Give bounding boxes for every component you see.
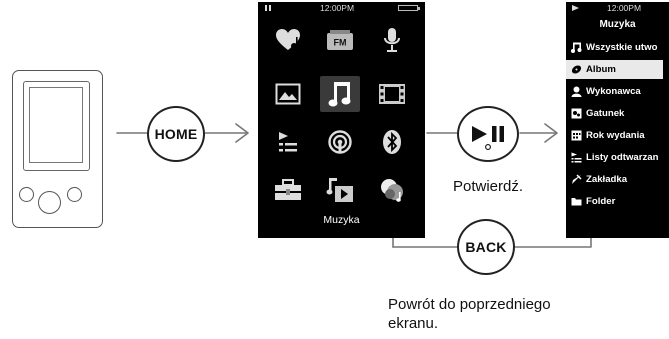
battery-icon — [398, 5, 420, 11]
list-item-label: Listy odtwarzan — [586, 152, 659, 163]
podcast-icon[interactable] — [320, 124, 360, 160]
device-left-button — [19, 187, 34, 202]
heart-music-icon[interactable] — [268, 22, 308, 58]
back-caption: Powrót do poprzedniego ekranu. — [388, 296, 551, 332]
bluetooth-icon[interactable] — [372, 124, 412, 160]
photo-icon[interactable] — [268, 76, 308, 112]
bookmark-icon — [570, 174, 582, 185]
device-right-button — [67, 187, 82, 202]
confirm-caption: Potwierdź. — [453, 178, 524, 195]
screen-title: Muzyka — [323, 214, 360, 226]
home-menu-screen: 12:00PM FM Muzyka — [258, 2, 425, 238]
list-item-label: Gatunek — [586, 108, 625, 119]
genre-icon — [570, 108, 582, 119]
artist-icon — [570, 86, 582, 97]
list-item-album[interactable]: Album — [566, 60, 663, 79]
screen-title: Muzyka — [599, 19, 636, 30]
pause-status-icon — [265, 5, 271, 11]
music-list-screen: 12:00PM Muzyka Wszystkie utwo Album Wyko… — [566, 2, 669, 238]
home-button[interactable]: HOME — [147, 106, 205, 162]
play-pause-icon — [472, 126, 504, 150]
list-item-label: Zakładka — [586, 174, 628, 185]
home-button-label: HOME — [154, 126, 198, 142]
folder-icon — [570, 196, 582, 207]
microphone-icon[interactable] — [372, 22, 412, 58]
toolbox-icon[interactable] — [268, 172, 308, 208]
walkman-device-icon — [12, 70, 103, 228]
fm-radio-icon[interactable]: FM — [320, 22, 360, 58]
list-item-year[interactable]: Rok wydania — [566, 126, 663, 145]
list-item-label: Wszystkie utwo — [586, 42, 658, 53]
svg-text:FM: FM — [334, 38, 347, 48]
clock: 12:00PM — [320, 3, 355, 13]
album-disc-icon — [570, 64, 582, 75]
music-note-icon[interactable] — [320, 76, 360, 112]
list-item-folder[interactable]: Folder — [566, 192, 663, 211]
music-note-icon — [570, 42, 582, 53]
list-item-label: Rok wydania — [586, 130, 645, 141]
clock: 12:00PM — [607, 3, 642, 13]
playlist-icon — [570, 152, 582, 163]
list-item-genre[interactable]: Gatunek — [566, 104, 663, 123]
list-item-all-songs[interactable]: Wszystkie utwo — [566, 38, 663, 57]
playlist-icon[interactable] — [268, 124, 308, 160]
list-item-playlists[interactable]: Listy odtwarzan — [566, 148, 663, 167]
play-status-icon — [572, 5, 579, 11]
list-item-label: Folder — [586, 196, 616, 207]
list-item-bookmark[interactable]: Zakładka — [566, 170, 663, 189]
calendar-icon — [570, 130, 582, 141]
play-pause-button[interactable] — [457, 106, 519, 162]
list-item-artist[interactable]: Wykonawca — [566, 82, 663, 101]
back-button[interactable]: BACK — [457, 219, 515, 275]
device-center-button — [38, 191, 61, 214]
list-item-label: Wykonawca — [586, 86, 641, 97]
intelligence-icon[interactable] — [372, 172, 412, 208]
video-film-icon[interactable] — [372, 76, 412, 112]
back-button-label: BACK — [465, 239, 507, 255]
device-screen — [23, 81, 90, 171]
status-bar: 12:00PM — [258, 2, 425, 14]
music-video-icon[interactable] — [320, 172, 360, 208]
list-item-label: Album — [586, 64, 616, 75]
